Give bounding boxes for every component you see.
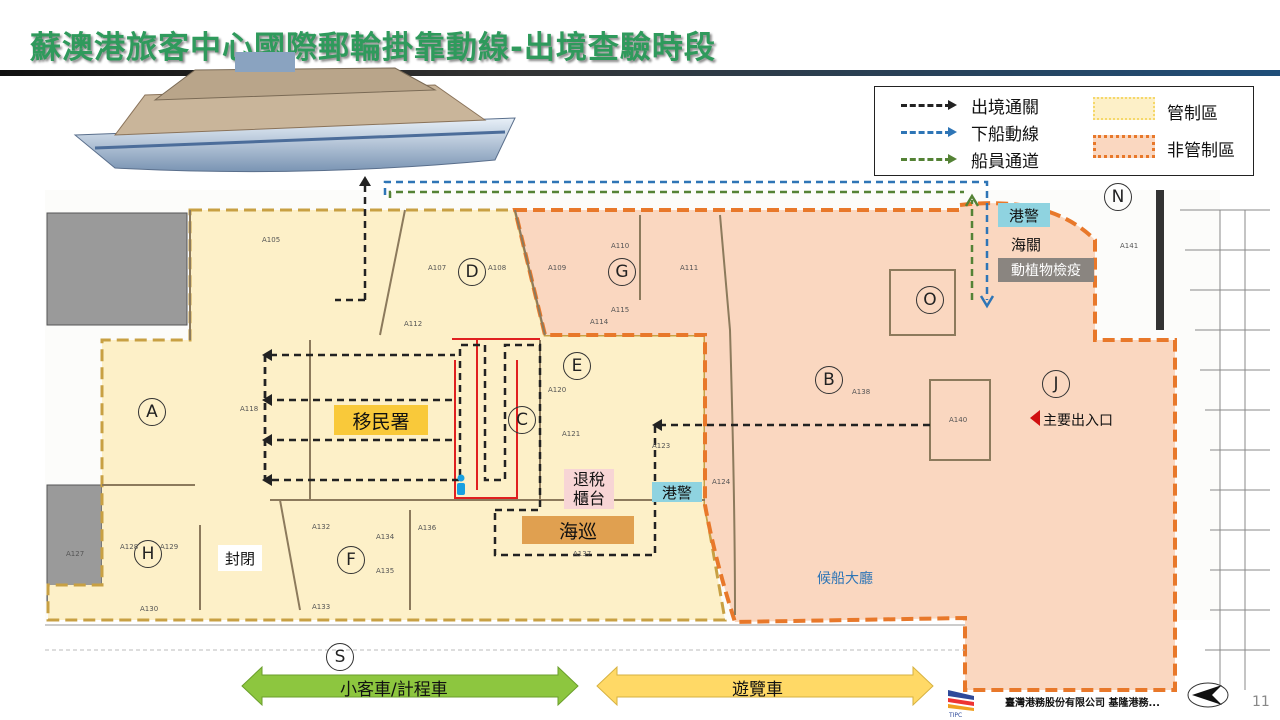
exit-arrowheads [262, 176, 662, 486]
legend-label: 管制區 [1167, 104, 1218, 124]
room-code: A141 [1120, 242, 1139, 250]
equipment-room-block [46, 212, 188, 326]
company-footer: 臺灣港務股份有限公司 基隆港務... [1005, 698, 1160, 709]
room-code: A105 [262, 236, 281, 244]
room-code: A134 [376, 533, 395, 541]
tax-refund-counter-label: 退稅 櫃台 [564, 469, 614, 509]
zone-h-marker: H [134, 540, 162, 568]
dashed-arrow-icon [901, 100, 957, 110]
room-code: A108 [488, 264, 507, 272]
exit-clearance-route [263, 180, 930, 557]
zone-g-marker: G [608, 258, 636, 286]
room-code: A138 [852, 388, 871, 396]
quarantine-label: 動植物檢疫 [998, 258, 1094, 282]
non-controlled-area-swatch [1093, 135, 1155, 158]
zone-c-marker: C [508, 406, 536, 434]
coast-guard-label: 海巡 [522, 516, 634, 544]
room-code: A140 [949, 416, 968, 424]
disembark-route [383, 180, 995, 309]
legend-item-crew: 船員通道 [901, 147, 1039, 172]
zone-f-marker: F [337, 546, 365, 574]
legend-label: 出境通關 [971, 98, 1039, 118]
north-marker: N [1104, 183, 1132, 211]
zone-j-marker: J [1042, 370, 1070, 398]
legend-label: 非管制區 [1167, 141, 1235, 161]
room-code: A133 [312, 603, 331, 611]
room-code: A111 [680, 264, 699, 272]
dashed-arrow-icon [901, 127, 957, 137]
room-code: A136 [418, 524, 437, 532]
room-code: A130 [140, 605, 159, 613]
closed-label: 封閉 [218, 545, 262, 571]
room-code: A120 [548, 386, 567, 394]
waiting-hall-label: 候船大廳 [817, 571, 873, 587]
zone-o-marker: O [916, 286, 944, 314]
svg-text:TIPC: TIPC [948, 712, 962, 718]
car-taxi-label: 小客車/計程車 [340, 680, 448, 700]
entrance-marker [1030, 410, 1040, 426]
room-code: A110 [611, 242, 630, 250]
immigration-label: 移民署 [334, 405, 428, 435]
room-code: A118 [240, 405, 259, 413]
customs-label: 海關 [1010, 235, 1041, 254]
room-code: A114 [590, 318, 609, 326]
tour-bus-label: 遊覽車 [732, 680, 783, 700]
cruise-ship-image [73, 52, 516, 173]
room-code: A109 [548, 264, 567, 272]
legend-item-disembark: 下船動線 [901, 120, 1039, 145]
room-code: A132 [312, 523, 331, 531]
room-code: A107 [428, 264, 447, 272]
legend-item-exit-clearance: 出境通關 [901, 93, 1039, 118]
room-code: A127 [66, 550, 85, 558]
zone-e-marker: E [563, 352, 591, 380]
page-title: 蘇澳港旅客中心國際郵輪掛靠動線-出境查驗時段 [30, 30, 716, 66]
page-number: 11 [1252, 694, 1270, 710]
crew-route [388, 190, 980, 300]
car-taxi-arrow [241, 665, 579, 707]
room-code: A112 [404, 320, 423, 328]
stairs [1156, 190, 1270, 690]
dashed-arrow-icon [901, 154, 957, 164]
tipc-logo: TIPC [948, 690, 974, 718]
room-code: A135 [376, 567, 395, 575]
legend-label: 船員通道 [971, 152, 1039, 172]
main-entrance-label: 主要出入口 [1043, 413, 1113, 429]
room-code: A128 [120, 543, 139, 551]
harbor-police-label: 港警 [998, 203, 1050, 227]
title-divider [0, 70, 1280, 76]
room-code: A115 [611, 306, 630, 314]
zone-d-marker: D [458, 258, 486, 286]
controlled-area-swatch [1093, 97, 1155, 120]
room-code: A123 [652, 442, 671, 450]
harbor-police-label: 港警 [652, 482, 702, 502]
legend-label: 下船動線 [971, 125, 1039, 145]
legend: 出境通關 下船動線 船員通道 管制區 非管制區 [874, 86, 1254, 176]
zone-b-marker: B [815, 366, 843, 394]
room-code: A121 [562, 430, 581, 438]
room-code: A129 [160, 543, 179, 551]
person-icon [457, 474, 465, 495]
room-code: A137 [573, 550, 592, 558]
zone-a-marker: A [138, 398, 166, 426]
room-code: A124 [712, 478, 731, 486]
zone-s-marker: S [326, 643, 354, 671]
tour-bus-arrow [596, 665, 934, 707]
